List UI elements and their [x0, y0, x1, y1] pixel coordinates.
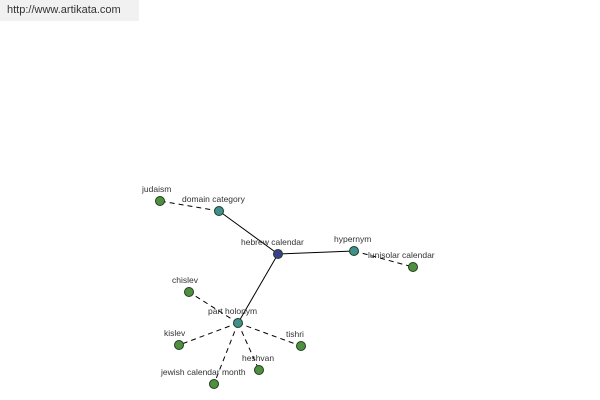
node-domain-category[interactable] — [214, 206, 224, 216]
node-chislev[interactable] — [184, 287, 194, 297]
edge-part-holonym-to-kislev — [178, 322, 239, 346]
node-part-holonym[interactable] — [233, 318, 243, 328]
url-banner: http://www.artikata.com — [0, 0, 139, 21]
label-judaism[interactable]: judaism — [141, 184, 171, 194]
edge-part-holonym-to-chislev — [188, 291, 239, 324]
node-lunisolar-calendar[interactable] — [408, 262, 418, 272]
edge-hebrew-calendar-to-part-holonym — [237, 253, 279, 324]
nodes-layer — [155, 196, 418, 389]
label-heshvan[interactable]: heshvan — [242, 353, 274, 363]
label-kislev[interactable]: kislev — [164, 328, 186, 338]
label-jewish-calendar-month[interactable]: jewish calendar month — [160, 367, 246, 377]
node-judaism[interactable] — [155, 196, 165, 206]
site-url[interactable]: http://www.artikata.com — [7, 4, 121, 16]
edge-part-holonym-to-jewish-calendar-month — [213, 322, 239, 385]
edge-domain-category-to-judaism — [159, 200, 220, 212]
edge-hypernym-to-lunisolar-calendar — [353, 250, 414, 268]
label-tishri[interactable]: tishri — [286, 329, 304, 339]
label-part-holonym[interactable]: part holonym — [208, 306, 257, 316]
label-chislev[interactable]: chislev — [172, 275, 199, 285]
label-domain-category[interactable]: domain category — [182, 194, 246, 204]
edge-hebrew-calendar-to-domain-category — [218, 210, 279, 255]
label-hypernym[interactable]: hypernym — [334, 234, 371, 244]
edges-layer — [159, 200, 414, 385]
label-hebrew-calendar[interactable]: hebrew calendar — [241, 237, 304, 247]
labels-layer: hebrew calendar domain category hypernym pa… — [141, 184, 435, 377]
edge-hebrew-calendar-to-hypernym — [277, 250, 355, 255]
node-heshvan[interactable] — [254, 365, 264, 375]
node-tishri[interactable] — [296, 341, 306, 351]
edge-part-holonym-to-tishri — [237, 322, 302, 347]
node-hypernym[interactable] — [349, 246, 359, 256]
node-jewish-calendar-month[interactable] — [209, 379, 219, 389]
node-hebrew-calendar[interactable] — [273, 249, 283, 259]
node-kislev[interactable] — [174, 340, 184, 350]
label-lunisolar-calendar[interactable]: lunisolar calendar — [368, 250, 435, 260]
